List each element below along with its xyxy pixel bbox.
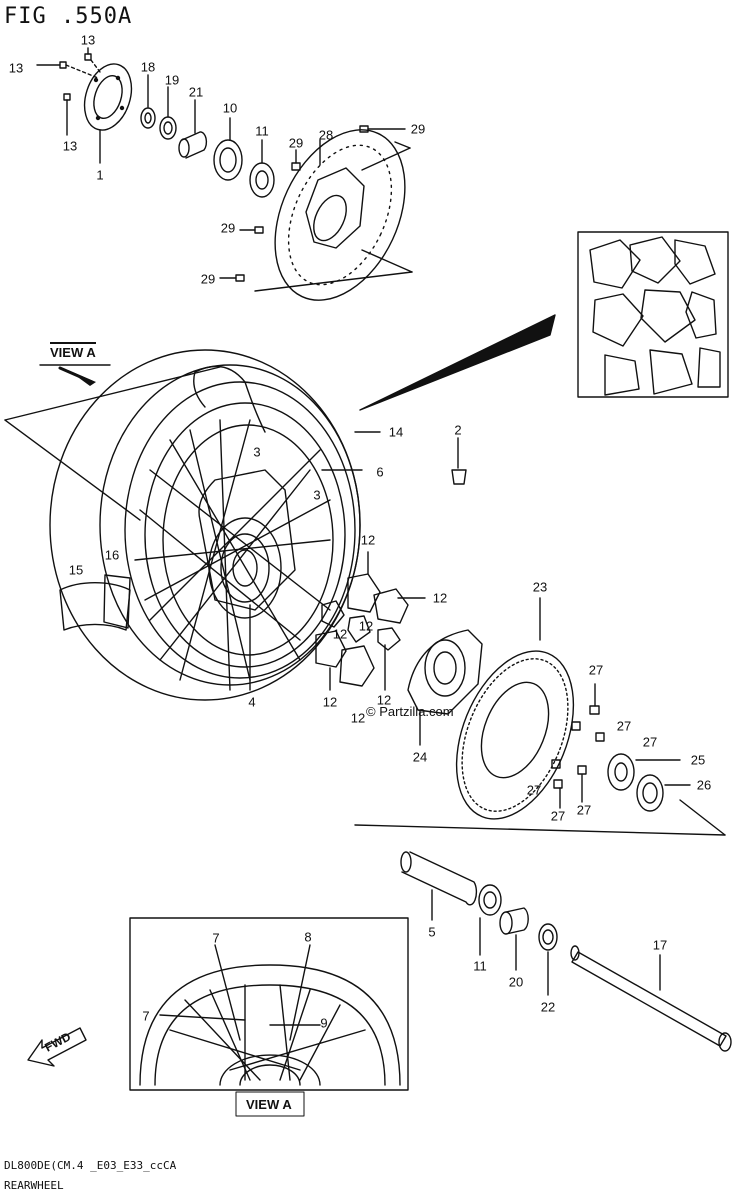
callout-number-10: 10 xyxy=(222,100,238,116)
figure-caption: REARWHEEL xyxy=(4,1179,64,1192)
callout-number-25: 25 xyxy=(690,752,706,768)
callout-number-12: 12 xyxy=(350,710,366,726)
callout-number-16: 16 xyxy=(104,547,120,563)
callout-number-27: 27 xyxy=(576,802,592,818)
air-valve-part-2 xyxy=(451,437,467,485)
hub-plate-part-1 xyxy=(83,63,133,131)
bearing-stack xyxy=(140,74,275,198)
callout-number-18: 18 xyxy=(140,59,156,75)
disc-bolt-part-29 xyxy=(219,125,413,292)
view-a-label-top: VIEW A xyxy=(50,342,96,359)
watermark: © Partzilla.com xyxy=(366,704,454,719)
spacer-part-5 xyxy=(400,851,478,921)
damper-rubber-part-12 xyxy=(315,551,426,691)
callout-number-12: 12 xyxy=(322,694,338,710)
callout-number-12: 12 xyxy=(332,626,348,642)
callout-number-29: 29 xyxy=(200,271,216,287)
bearing-part-22 xyxy=(538,923,558,996)
callout-number-28: 28 xyxy=(318,127,334,143)
figure-title: FIG .550A xyxy=(4,4,133,29)
callout-number-8: 8 xyxy=(304,929,312,945)
callout-number-15: 15 xyxy=(68,562,84,578)
callout-number-13: 13 xyxy=(62,138,78,154)
model-code: DL800DE(CM.4 _E03_E33_ccCA xyxy=(4,1159,177,1172)
callout-number-5: 5 xyxy=(428,924,436,940)
callout-number-27: 27 xyxy=(588,662,604,678)
callout-number-19: 19 xyxy=(164,72,180,88)
callout-number-12: 12 xyxy=(358,618,374,634)
tread-detail-inset xyxy=(577,231,729,398)
collar-part-25 xyxy=(607,753,681,791)
callout-number-11: 11 xyxy=(473,958,487,974)
rear-sprocket-part-23 xyxy=(455,597,575,820)
callout-number-26: 26 xyxy=(696,777,712,793)
callout-number-17: 17 xyxy=(652,937,668,953)
callout-number-21: 21 xyxy=(188,84,204,100)
callout-number-7: 7 xyxy=(142,1008,150,1024)
callout-number-7: 7 xyxy=(212,930,220,946)
screw-part-13 xyxy=(36,47,101,136)
callout-number-3: 3 xyxy=(313,487,321,503)
callout-number-20: 20 xyxy=(508,974,524,990)
callout-number-27: 27 xyxy=(526,782,542,798)
callout-number-14: 14 xyxy=(388,424,404,440)
callout-number-13: 13 xyxy=(8,60,24,76)
callout-number-27: 27 xyxy=(550,808,566,824)
callout-number-29: 29 xyxy=(410,121,426,137)
forward-direction-arrow xyxy=(27,1027,87,1067)
oil-seal-part-26 xyxy=(636,774,691,812)
rear-wheel-assembly xyxy=(49,349,361,701)
bearing-part-11 xyxy=(478,884,502,956)
callout-number-27: 27 xyxy=(642,734,658,750)
axle-part-17 xyxy=(570,945,732,1052)
callout-number-27: 27 xyxy=(616,718,632,734)
callout-number-4: 4 xyxy=(248,694,256,710)
callout-number-12: 12 xyxy=(360,532,376,548)
callout-number-22: 22 xyxy=(540,999,556,1015)
callout-number-12: 12 xyxy=(432,590,448,606)
callout-number-2: 2 xyxy=(454,422,462,438)
view-a-label-bottom: VIEW A xyxy=(246,1097,292,1112)
view-pointer-wedge xyxy=(359,314,556,411)
callout-number-3: 3 xyxy=(253,444,261,460)
callout-number-29: 29 xyxy=(288,135,304,151)
callout-number-24: 24 xyxy=(412,749,428,765)
sprocket-nut-part-27 xyxy=(551,683,605,809)
callout-number-6: 6 xyxy=(376,464,384,480)
callout-number-11: 11 xyxy=(255,123,269,139)
view-a-leader-top xyxy=(4,366,221,421)
callout-number-13: 13 xyxy=(80,32,96,48)
collar-part-20 xyxy=(499,907,529,971)
callout-number-9: 9 xyxy=(320,1015,328,1031)
callout-number-1: 1 xyxy=(96,167,104,183)
view-a-inset xyxy=(129,917,409,1117)
callout-number-29: 29 xyxy=(220,220,236,236)
callout-number-12: 12 xyxy=(376,692,392,708)
callout-number-23: 23 xyxy=(532,579,548,595)
sprocket-hub-part-24 xyxy=(407,629,483,746)
brake-disc-part-28 xyxy=(274,129,406,301)
